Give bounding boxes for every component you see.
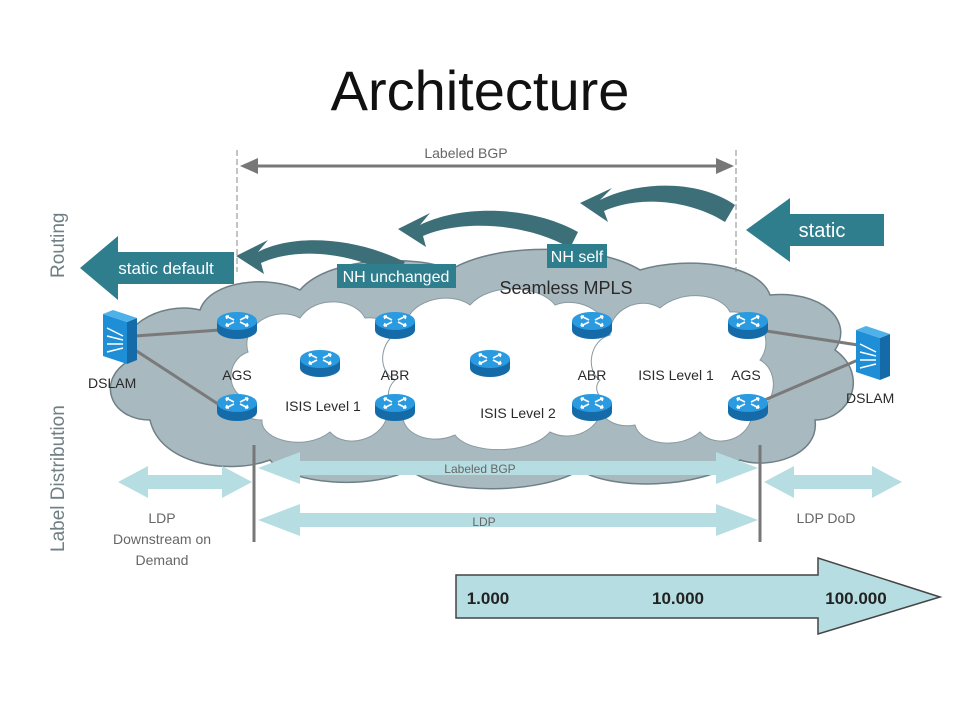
scale-value-3: 100.000 bbox=[825, 589, 886, 608]
isis-level1-left-router-icon bbox=[299, 349, 341, 378]
ags-right-bottom-router-icon bbox=[727, 393, 769, 422]
labeled-bgp-bottom-label: Labeled BGP bbox=[444, 462, 515, 476]
nh-self-label: NH self bbox=[551, 249, 604, 266]
isis-level2-label: ISIS Level 2 bbox=[480, 405, 556, 421]
abr-right-bottom-router-icon bbox=[571, 393, 613, 422]
routing-side-label: Routing bbox=[48, 213, 69, 279]
static-default-label: static default bbox=[118, 259, 214, 278]
dslam-right-label: DSLAM bbox=[846, 390, 894, 406]
ldp-dod-left-arrow bbox=[118, 466, 252, 498]
dslam-left-label: DSLAM bbox=[88, 375, 136, 391]
scale-arrow bbox=[455, 556, 943, 636]
page-title: Architecture bbox=[331, 59, 630, 122]
labeled-bgp-bottom-arrow bbox=[258, 452, 758, 484]
ldp-dod-right-label: LDP DoD bbox=[797, 510, 856, 526]
nh-unchanged-label: NH unchanged bbox=[343, 269, 450, 286]
ags-left-bottom-router-icon bbox=[216, 393, 258, 422]
ldp-arrow bbox=[258, 504, 758, 536]
nh-unchanged-box bbox=[337, 264, 456, 288]
isis-level1-left-label: ISIS Level 1 bbox=[285, 398, 361, 414]
abr-left-bottom-router-icon bbox=[374, 393, 416, 422]
ldp-dod-left-line1: LDP bbox=[148, 510, 175, 526]
seamless-mpls-label: Seamless MPLS bbox=[499, 278, 632, 298]
static-default-arrow bbox=[80, 236, 234, 300]
abr-left-label: ABR bbox=[381, 367, 410, 383]
label-distribution-side-label: Label Distribution bbox=[48, 405, 69, 552]
isis-level1-right-cloud bbox=[590, 295, 774, 444]
labeled-bgp-top-span bbox=[236, 150, 737, 272]
ags-left-top-router-icon bbox=[216, 311, 258, 340]
ldp-label: LDP bbox=[472, 515, 495, 529]
abr-right-top-router-icon bbox=[571, 311, 613, 340]
labeled-bgp-top-label: Labeled BGP bbox=[424, 145, 507, 161]
ldp-dod-right-arrow bbox=[764, 466, 902, 498]
ags-right-label: AGS bbox=[731, 367, 761, 383]
ags-left-label: AGS bbox=[222, 367, 252, 383]
static-arrow bbox=[746, 198, 884, 262]
ldp-dod-left-line2: Downstream on bbox=[113, 531, 211, 547]
dslam-left-icon bbox=[102, 309, 138, 365]
scale-value-1: 1.000 bbox=[467, 589, 510, 608]
dslam-links bbox=[134, 328, 859, 406]
dslam-right-icon bbox=[855, 325, 891, 381]
static-label: static bbox=[799, 220, 846, 242]
scale-value-2: 10.000 bbox=[652, 589, 704, 608]
ldp-dod-left-line3: Demand bbox=[136, 552, 189, 568]
abr-right-label: ABR bbox=[578, 367, 607, 383]
routing-curved-arrows bbox=[236, 185, 735, 276]
isis-level2-router-icon bbox=[469, 349, 511, 378]
isis-level1-right-label: ISIS Level 1 bbox=[638, 367, 714, 383]
abr-left-top-router-icon bbox=[374, 311, 416, 340]
ags-right-top-router-icon bbox=[727, 311, 769, 340]
nh-self-box bbox=[547, 244, 607, 268]
